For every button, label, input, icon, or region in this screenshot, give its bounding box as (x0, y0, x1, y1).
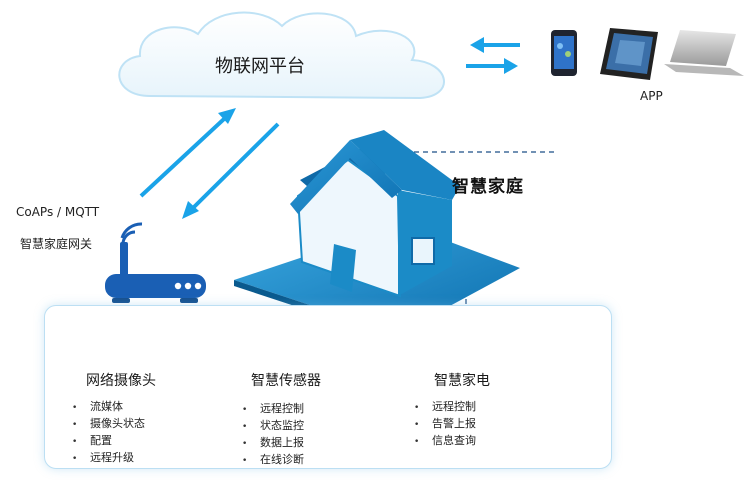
tablet-icon (600, 28, 658, 80)
list-item: 流媒体 (72, 399, 145, 416)
smart-home-title: 智慧家庭 (452, 177, 524, 197)
cloud-icon (118, 11, 445, 100)
camera-group-title: 网络摄像头 (86, 373, 156, 389)
list-item: 状态监控 (242, 418, 304, 435)
list-item: 配置 (72, 433, 145, 450)
list-item: 远程控制 (414, 399, 476, 416)
list-item: 信息查询 (414, 433, 476, 450)
iot-platform-label: 物联网平台 (215, 56, 305, 77)
gateway-label: 智慧家庭网关 (20, 237, 93, 251)
camera-capability-list: 流媒体 摄像头状态 配置 远程升级 (72, 399, 145, 467)
laptop-icon (664, 30, 744, 76)
list-item: 摄像头状态 (72, 416, 145, 433)
appliance-capability-list: 远程控制 告警上报 信息查询 (414, 399, 476, 450)
list-item: 远程控制 (242, 401, 304, 418)
list-item: 远程升级 (72, 450, 145, 467)
appliance-group-title: 智慧家电 (434, 373, 490, 389)
list-item: 在线诊断 (242, 452, 304, 469)
app-label: APP (640, 89, 663, 103)
list-item: 告警上报 (414, 416, 476, 433)
sensor-capability-list: 远程控制 状态监控 数据上报 在线诊断 (242, 401, 304, 469)
sensor-group-title: 智慧传感器 (251, 373, 321, 389)
smartphone-icon (551, 30, 577, 76)
list-item: 数据上报 (242, 435, 304, 452)
cloud-app-arrows (466, 37, 520, 74)
gateway-platform-arrows (139, 108, 280, 219)
router-icon (105, 222, 206, 303)
protocol-label: CoAPs / MQTT (16, 205, 100, 219)
